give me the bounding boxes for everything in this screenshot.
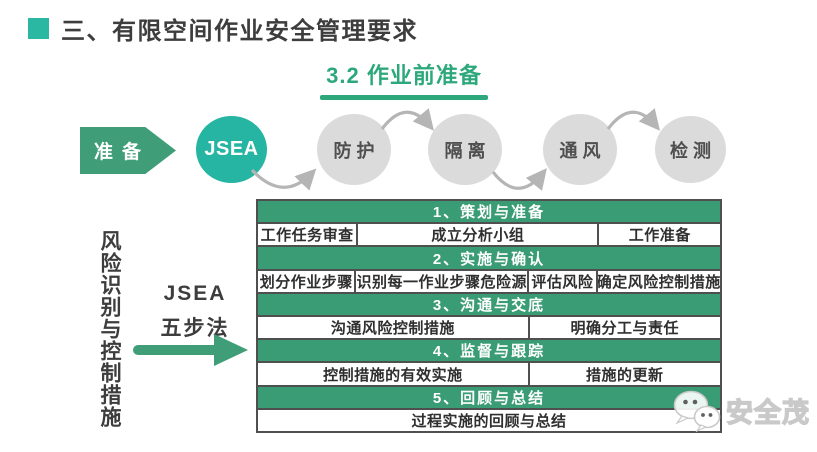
flow-node-detection: 检测	[655, 116, 726, 183]
jsea-method-name: JSEA	[163, 282, 227, 305]
flow-start-label: 准备	[94, 142, 151, 163]
table-cell: 沟通风险控制措施	[258, 317, 530, 339]
table-cell: 工作任务审查	[258, 224, 359, 246]
vertical-risk-label: 风险识别与控制措施	[98, 230, 121, 428]
table-cell: 确定风险控制措施	[597, 273, 720, 291]
table-cell: 成立分析小组	[358, 224, 600, 246]
table-section-header: 1、策划与准备	[258, 201, 720, 225]
watermark-brand-text: 安全茂	[725, 397, 810, 428]
table-section-header: 4、监督与跟踪	[258, 340, 720, 364]
table-section-header: 2、实施与确认	[258, 247, 720, 271]
table-cell: 措施的更新	[586, 366, 664, 384]
table-section-header: 5、回顾与总结	[258, 386, 720, 410]
table-cell: 划分作业步骤	[258, 270, 357, 292]
wechat-icon	[673, 390, 721, 432]
table-cell: 识别每一作业步骤危险源	[356, 270, 530, 292]
flow-node-protection: 防护	[317, 114, 391, 185]
curved-arrow-icon	[250, 168, 317, 191]
table-row: 过程实施的回顾与总结	[258, 410, 720, 431]
section-subtitle: 3.2 作业前准备	[320, 58, 488, 100]
curved-arrow-icon	[606, 108, 660, 131]
title-bullet-square	[28, 18, 49, 39]
curved-arrow-icon	[491, 168, 547, 191]
slide-title-row: 三、有限空间作业安全管理要求	[28, 11, 418, 46]
subtitle-text: 3.2 作业前准备	[326, 63, 482, 88]
table-row: 工作任务审查 成立分析小组 工作准备	[258, 224, 720, 248]
jsea-method-sub: 五步法	[160, 317, 230, 340]
flow-node-ventilation: 通风	[543, 114, 617, 185]
table-cell: 控制措施的有效实施	[258, 363, 530, 385]
flow-node-jsea: JSEA	[196, 116, 267, 183]
table-row: 划分作业步骤 识别每一作业步骤危险源 评估风险 确定风险控制措施	[258, 270, 720, 294]
table-cell: 明确分工与责任	[570, 320, 680, 338]
table-cell: 工作准备	[628, 227, 691, 245]
table-row: 沟通风险控制措施 明确分工与责任	[258, 317, 720, 341]
table-section-header: 3、沟通与交底	[258, 293, 720, 318]
subtitle-underline	[320, 95, 488, 100]
brand-watermark: 安全茂	[670, 388, 810, 432]
jsea-steps-table: 1、策划与准备 工作任务审查 成立分析小组 工作准备 2、实施与确认 划分作业步…	[256, 199, 722, 433]
curved-arrow-icon	[380, 108, 434, 131]
flow-start-arrow: 准备	[80, 127, 176, 174]
flow-node-isolation: 隔离	[428, 114, 502, 185]
table-cell: 评估风险	[529, 270, 598, 292]
page-title: 三、有限空间作业安全管理要求	[61, 18, 418, 45]
table-row: 控制措施的有效实施 措施的更新	[258, 363, 720, 387]
table-cell: 过程实施的回顾与总结	[411, 412, 567, 430]
